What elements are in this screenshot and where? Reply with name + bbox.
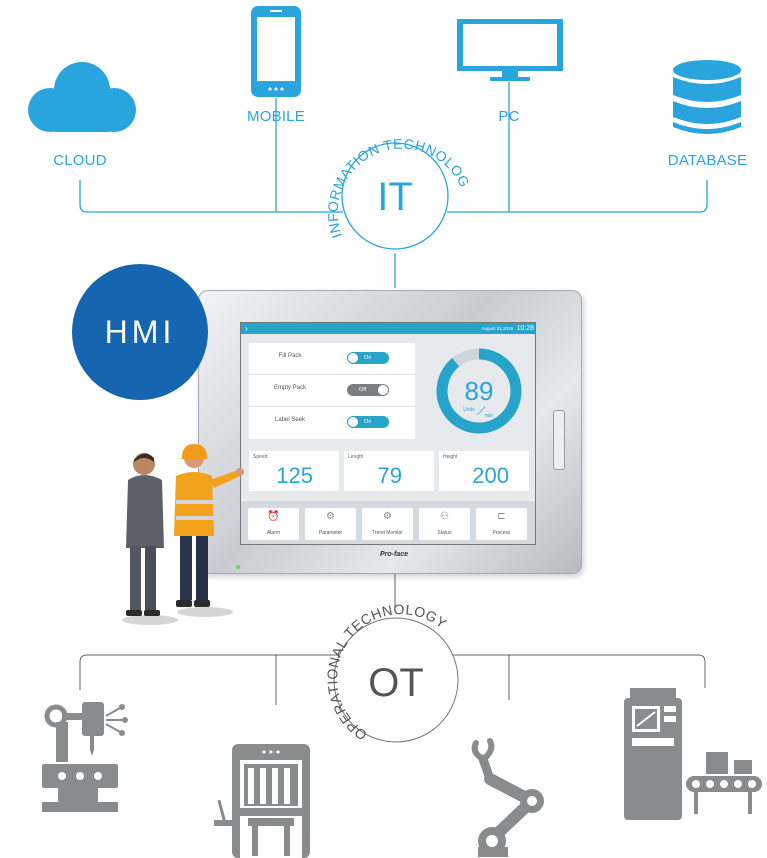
- milling-machine-icon: [42, 702, 128, 812]
- pc-icon: [457, 19, 563, 81]
- workers-illustration: [122, 444, 244, 625]
- nav-status-button[interactable]: ⚇ Status: [419, 508, 470, 540]
- it-center-label: IT: [377, 175, 413, 219]
- worker-engineer: [174, 444, 244, 607]
- menu-chevron-icon[interactable]: ›: [245, 324, 248, 333]
- cloud-icon: [28, 62, 136, 132]
- metric-value: 200: [472, 463, 509, 488]
- metric-label: Speed: [253, 454, 268, 460]
- screen-top-bar: › August 31,2019 10:28: [241, 323, 535, 334]
- screen-nav-bar: ⏰ Alarm ⚙ Parameter ⚙ Trend Monitor ⚇ St…: [241, 501, 535, 544]
- gauge-unit-bottom: min: [485, 413, 493, 419]
- metric-label: Height: [443, 454, 458, 460]
- toggle-row-empty-pack: Empty Pack Off: [249, 375, 415, 407]
- robot-arm-icon: [471, 738, 544, 857]
- gauge-value: 89: [465, 376, 494, 406]
- toggle-label: Empty Pack: [273, 385, 306, 391]
- ot-connection-lines: [79, 574, 706, 705]
- mobile-label: MOBILE: [247, 108, 305, 125]
- power-led: [236, 565, 240, 569]
- press-machine-icon: [214, 744, 310, 858]
- toggle-label: Fill Pack: [278, 353, 302, 359]
- metric-value: 79: [377, 463, 402, 488]
- toggle-panel: Fill Pack On Empty Pack Off Label Seek O…: [249, 343, 415, 439]
- empty-pack-toggle[interactable]: Off: [347, 384, 389, 396]
- fill-pack-toggle[interactable]: On: [347, 352, 389, 364]
- metric-length: Length 79: [344, 451, 434, 491]
- ot-center-label: OT: [368, 661, 424, 705]
- mobile-icon: [251, 6, 301, 97]
- it-hub: INFORMATION TECHNOLOGY IT: [320, 118, 470, 250]
- toggle-row-label-seek: Label Seek On: [249, 407, 415, 439]
- metric-value: 125: [276, 463, 313, 488]
- gauge-progress-arc: [436, 348, 522, 434]
- bezel-handle: [553, 410, 565, 470]
- status-icon: ⚇: [440, 511, 449, 522]
- toggle-label: Label Seek: [274, 417, 306, 423]
- gears-icon: ⚙: [326, 511, 335, 522]
- database-icon: [673, 60, 741, 134]
- it-connection-lines: [79, 82, 708, 288]
- process-flow-icon: ⊏: [497, 511, 506, 522]
- worker-manager: [126, 453, 164, 616]
- pc-label: PC: [498, 108, 520, 125]
- ot-hub: OPERATIONAL TECHNOLOGY OT: [324, 601, 459, 744]
- screen-date: August 31,2019: [481, 326, 513, 331]
- screen-time: 10:28: [516, 325, 534, 332]
- nav-process-button[interactable]: ⊏ Process: [476, 508, 527, 540]
- units-gauge: 89 Units min: [436, 348, 522, 434]
- nav-trend-monitor-button[interactable]: ⚙ Trend Monitor: [362, 508, 413, 540]
- nav-alarm-button[interactable]: ⏰ Alarm: [248, 508, 299, 540]
- hmi-screen: › August 31,2019 10:28 Fill Pack On Empt…: [240, 322, 536, 545]
- database-label: DATABASE: [667, 152, 748, 169]
- trend-gear-icon: ⚙: [383, 511, 392, 522]
- gauge-unit-top: Units: [463, 407, 475, 413]
- metric-label: Length: [348, 454, 364, 460]
- brand-logo: Pro-face: [379, 551, 408, 558]
- metric-speed: Speed 125: [249, 451, 339, 491]
- nav-parameter-button[interactable]: ⚙ Parameter: [305, 508, 356, 540]
- bezel-sensor-dot: [557, 320, 560, 323]
- toggle-row-fill-pack: Fill Pack On: [249, 343, 415, 375]
- conveyor-machine-icon: [624, 688, 762, 820]
- cloud-label: CLOUD: [53, 152, 107, 169]
- label-seek-toggle[interactable]: On: [347, 416, 389, 428]
- hmi-badge: HMI: [72, 264, 208, 400]
- alarm-clock-icon: ⏰: [267, 511, 280, 522]
- metric-height: Height 200: [439, 451, 529, 491]
